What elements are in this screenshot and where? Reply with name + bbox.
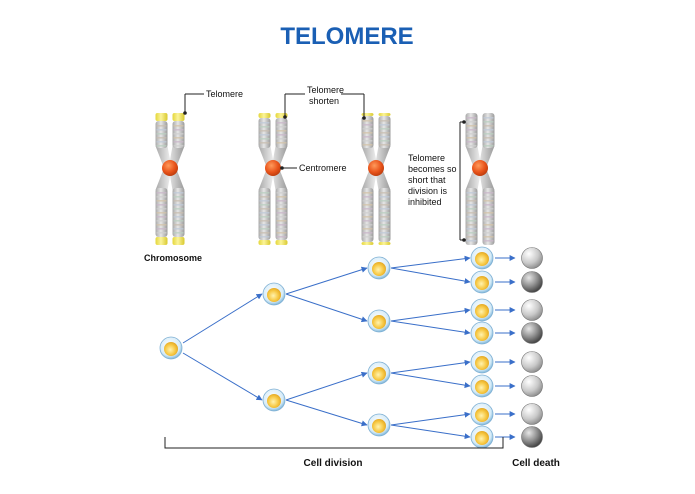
telomere-label-group: Telomere — [183, 89, 243, 115]
division-arrow — [390, 372, 471, 389]
chromatid-arm — [258, 118, 271, 148]
telomere-cap — [258, 240, 271, 245]
chromosome-normal — [155, 113, 185, 245]
inhibited-label-group: Telomere becomes so short that division … — [408, 120, 466, 242]
inhibited-label-line4: division is — [408, 186, 448, 196]
cell-tree — [159, 246, 543, 449]
cell-gen-3 — [470, 425, 494, 449]
dead-cell — [521, 426, 543, 448]
telomere-cap — [275, 240, 288, 245]
centromere — [472, 160, 488, 176]
division-arrow — [390, 307, 471, 322]
cell-gen-0 — [159, 336, 183, 360]
dead-cell — [521, 375, 543, 397]
cell-gen-3 — [470, 270, 494, 294]
division-arrow — [182, 352, 263, 401]
telomere-shorten-label-line2: shorten — [309, 96, 339, 106]
telomere-shorten-label-group: Telomere shorten — [283, 85, 366, 120]
cell-gen-3 — [470, 402, 494, 426]
telomere-cap — [155, 113, 168, 121]
timeline-bracket — [164, 437, 504, 449]
division-arrow — [390, 424, 471, 440]
chromosome-shortened-2 — [361, 113, 391, 245]
cell-gen-1 — [262, 282, 286, 306]
cell-gen-3 — [470, 374, 494, 398]
chromosome-row — [155, 113, 495, 245]
cell-gen-2 — [367, 309, 391, 333]
cell-gen-2 — [367, 256, 391, 280]
telomere-cap — [378, 242, 391, 245]
inhibited-label-line3: short that — [408, 175, 446, 185]
cell-gen-2 — [367, 413, 391, 437]
centromere — [368, 160, 384, 176]
telomere-cap — [378, 113, 391, 116]
centromere — [265, 160, 281, 176]
dead-cell — [521, 322, 543, 344]
dead-cell — [521, 299, 543, 321]
division-arrow — [390, 255, 471, 269]
cell-gen-1 — [262, 388, 286, 412]
dead-cell — [521, 351, 543, 373]
centromere-label: Centromere — [299, 163, 347, 173]
cell-division-label: Cell division — [304, 458, 363, 469]
telomere-cap — [172, 237, 185, 245]
inhibited-label-line2: becomes so — [408, 164, 457, 174]
division-arrow — [390, 267, 471, 285]
telomere-shorten-label-line1: Telomere — [307, 85, 344, 95]
division-arrow — [285, 266, 368, 295]
division-arrow — [285, 371, 368, 401]
division-arrow — [182, 293, 263, 344]
cell-gen-3 — [470, 246, 494, 270]
dead-cell — [521, 403, 543, 425]
chromosome-shortened-1 — [258, 113, 288, 245]
cell-gen-3 — [470, 350, 494, 374]
cell-death-label: Cell death — [512, 458, 560, 469]
page-title: TELOMERE — [280, 23, 413, 50]
chromosome-critical — [465, 113, 495, 245]
telomere-cap — [172, 113, 185, 121]
cell-gen-2 — [367, 361, 391, 385]
division-arrow — [390, 359, 471, 374]
division-arrow — [285, 399, 368, 427]
division-arrow — [285, 293, 368, 323]
dead-cell — [521, 271, 543, 293]
chromosome-label: Chromosome — [144, 253, 202, 263]
inhibited-label-line5: inhibited — [408, 197, 442, 207]
cell-gen-3 — [470, 298, 494, 322]
division-arrow — [390, 411, 471, 426]
telomere-cap — [258, 113, 271, 118]
chromatid-arm — [275, 118, 288, 148]
centromere-label-group: Centromere — [280, 163, 347, 173]
telomere-cap — [361, 242, 374, 245]
division-arrows — [182, 255, 516, 440]
telomere-label: Telomere — [206, 89, 243, 99]
centromere — [162, 160, 178, 176]
division-arrow — [390, 320, 471, 336]
telomere-cap — [361, 113, 374, 116]
inhibited-label-line1: Telomere — [408, 153, 445, 163]
dead-cell — [521, 247, 543, 269]
cell-gen-3 — [470, 321, 494, 345]
telomere-cap — [155, 237, 168, 245]
